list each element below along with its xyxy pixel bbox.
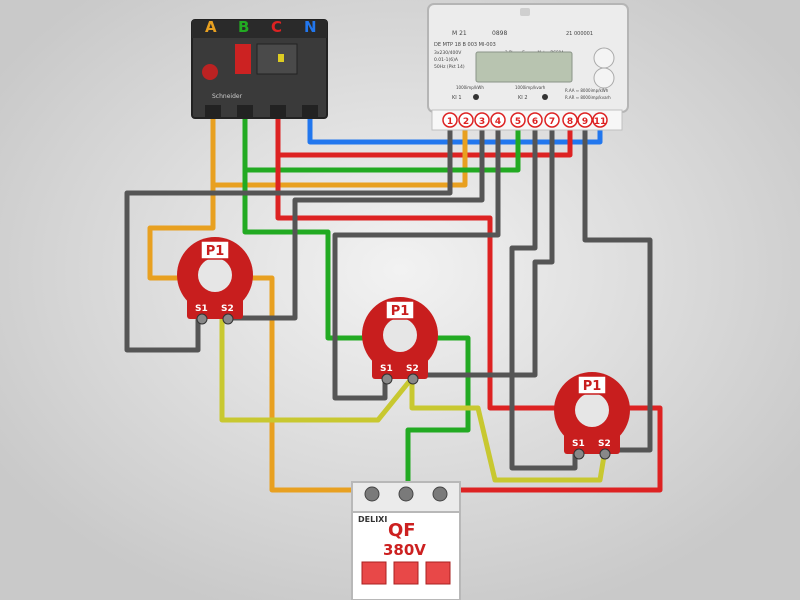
wire-gray-4 [509, 123, 578, 471]
mcb-switch-1[interactable] [361, 561, 387, 585]
ct-label: P1 [391, 304, 410, 319]
phase-label-c: C [271, 18, 282, 36]
wires [124, 107, 663, 498]
meter-terminal-label: 5 [515, 117, 521, 127]
meter-rate-r: R.AR ≈ 8000imp/kvarh [565, 95, 611, 100]
meter-terminal-4 [490, 112, 506, 128]
meter-pulse-right: 1000imp/kvarh [515, 85, 546, 90]
meter-terminal-6 [527, 112, 543, 128]
phase-label-b: B [238, 18, 249, 36]
mcb-rating: 380V [383, 541, 426, 559]
breaker-handle [235, 44, 251, 74]
ct-terminal-s1: S1 [572, 439, 585, 449]
ct-terminal-s2: S2 [598, 439, 611, 449]
wire-neutral-blue [307, 107, 603, 145]
meter-header-left: M 21 [452, 30, 467, 37]
phase-label-a: A [205, 18, 217, 36]
mcb-switch-2[interactable] [393, 561, 419, 585]
ct-label: P1 [583, 379, 602, 394]
mcb-body-main [351, 511, 461, 600]
meter-terminal-3 [474, 112, 490, 128]
meter-button-2[interactable] [593, 67, 615, 89]
main-breaker: Schneider A B C N [191, 18, 328, 119]
meter-terminal-label: 2 [463, 117, 469, 127]
mcb-switch-3[interactable] [425, 561, 451, 585]
wire-b-green-top [242, 109, 521, 173]
meter-rate-a: R.AA ≈ 8000imp/kWh [565, 88, 609, 93]
wire-gray-2 [222, 123, 485, 321]
meter-terminal-label: 9 [582, 117, 588, 127]
wire-c-red-top [275, 109, 573, 158]
ct-terminal-s1: S1 [195, 304, 208, 314]
wire-gray-1 [124, 123, 453, 353]
wire-gray-3 [332, 123, 501, 401]
wire-gray-6 [582, 123, 653, 453]
wire-gray-5 [405, 123, 555, 378]
meter-pulse-left: 1000imp/kWh [456, 85, 484, 90]
meter-terminal-label: 3 [479, 117, 485, 127]
wire-a-orange-top [210, 109, 468, 188]
meter-model-line: DE MTP 18 B 003 MI-003 [434, 42, 496, 48]
mcb-label: QF [388, 520, 416, 541]
meter-freq-line: 50Hz (Pkt 14) [434, 64, 465, 70]
meter-terminal-label: 4 [495, 117, 501, 127]
meter-lcd [475, 51, 573, 83]
ct-terminal-s1: S1 [380, 364, 393, 374]
meter-terminal-8 [562, 112, 578, 128]
meter-terminal-2 [458, 112, 474, 128]
meter-header-mid: 0898 [492, 30, 507, 37]
meter-current-line: 0.01-1(6)A [434, 57, 459, 63]
breaker-brand: Schneider [212, 93, 243, 100]
meter-terminal-label: 6 [532, 117, 538, 127]
meter-header-right: 21 000001 [566, 31, 593, 37]
ct-terminal-s2: S2 [406, 364, 419, 374]
meter-terminal-label: 7 [549, 117, 555, 127]
meter-terminal-1 [442, 112, 458, 128]
meter-terminal-label: 8 [567, 117, 573, 127]
meter-terminal-7 [544, 112, 560, 128]
mcb-brand: DELIXI [358, 515, 387, 524]
phase-label-n: N [304, 18, 317, 36]
ct-label: P1 [206, 244, 225, 259]
meter-terminal-5 [510, 112, 526, 128]
meter-terminal-label: 1 [447, 117, 453, 127]
meter-button-1[interactable] [593, 47, 615, 69]
meter-ki-left: KI 1 [452, 95, 462, 101]
ct-terminal-s2: S2 [221, 304, 234, 314]
mcb-breaker: DELIXI QF 380V [351, 481, 461, 600]
meter-terminal-11 [592, 112, 608, 128]
meter-voltage-line: 3x230/400V [434, 50, 462, 56]
meter-terminal-9 [577, 112, 593, 128]
wire-yellowgreen-2 [409, 375, 608, 483]
meter-terminal-label: 11 [594, 117, 607, 127]
energy-meter: M 21 0898 21 000001 DE MTP 18 B 003 MI-0… [427, 3, 629, 131]
meter-ki-right: KI 2 [518, 95, 528, 101]
